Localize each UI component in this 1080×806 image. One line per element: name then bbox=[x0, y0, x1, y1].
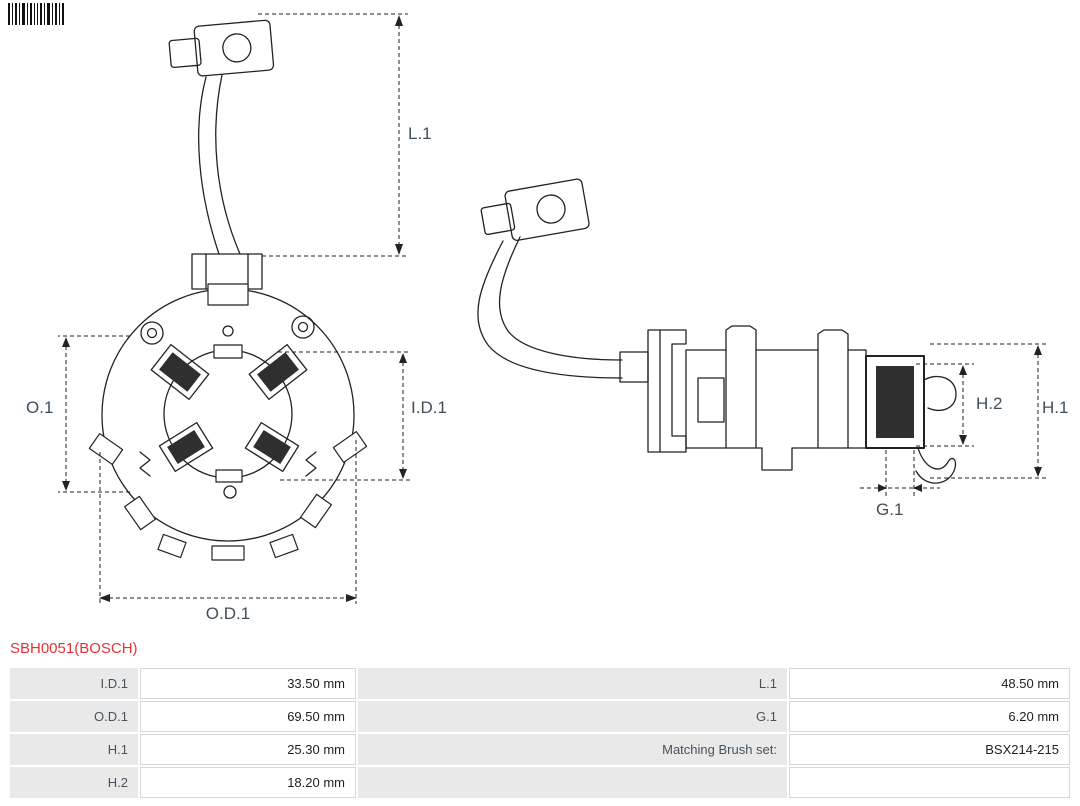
spec-table: I.D.1 33.50 mm L.1 48.50 mm O.D.1 69.50 … bbox=[10, 668, 1070, 798]
spec-label-cell bbox=[358, 767, 787, 798]
side-view-dimensions bbox=[860, 343, 1048, 496]
side-view-drawing bbox=[477, 178, 957, 484]
product-code: SBH0051(BOSCH) bbox=[10, 640, 138, 657]
dim-label-od1: O.D.1 bbox=[205, 604, 251, 623]
spec-label-cell: H.2 bbox=[10, 767, 138, 798]
spec-value-cell: BSX214-215 bbox=[789, 734, 1070, 765]
dim-label-l1: L.1 bbox=[408, 124, 432, 143]
technical-drawings bbox=[58, 13, 1048, 604]
dim-label-h2: H.2 bbox=[976, 394, 1003, 413]
spec-value-cell: 25.30 mm bbox=[140, 734, 356, 765]
spec-value-cell: 18.20 mm bbox=[140, 767, 356, 798]
spec-label-cell: O.D.1 bbox=[10, 701, 138, 732]
spec-value-cell: 33.50 mm bbox=[140, 668, 356, 699]
spec-value-cell: 48.50 mm bbox=[789, 668, 1070, 699]
dim-label-g1: G.1 bbox=[876, 500, 904, 519]
spec-label-cell: L.1 bbox=[358, 668, 787, 699]
dim-label-h1: H.1 bbox=[1042, 398, 1069, 417]
spec-value-cell bbox=[789, 767, 1070, 798]
spec-value-cell: 6.20 mm bbox=[789, 701, 1070, 732]
front-view-drawing bbox=[88, 19, 368, 561]
barcode bbox=[8, 3, 64, 25]
dim-label-o1: O.1 bbox=[26, 398, 54, 417]
front-view-dimensions bbox=[58, 13, 410, 604]
spec-label-cell: Matching Brush set: bbox=[358, 734, 787, 765]
spec-label-cell: I.D.1 bbox=[10, 668, 138, 699]
spec-label-cell: G.1 bbox=[358, 701, 787, 732]
spec-label-cell: H.1 bbox=[10, 734, 138, 765]
spec-value-cell: 69.50 mm bbox=[140, 701, 356, 732]
dim-label-id1: I.D.1 bbox=[411, 398, 447, 417]
